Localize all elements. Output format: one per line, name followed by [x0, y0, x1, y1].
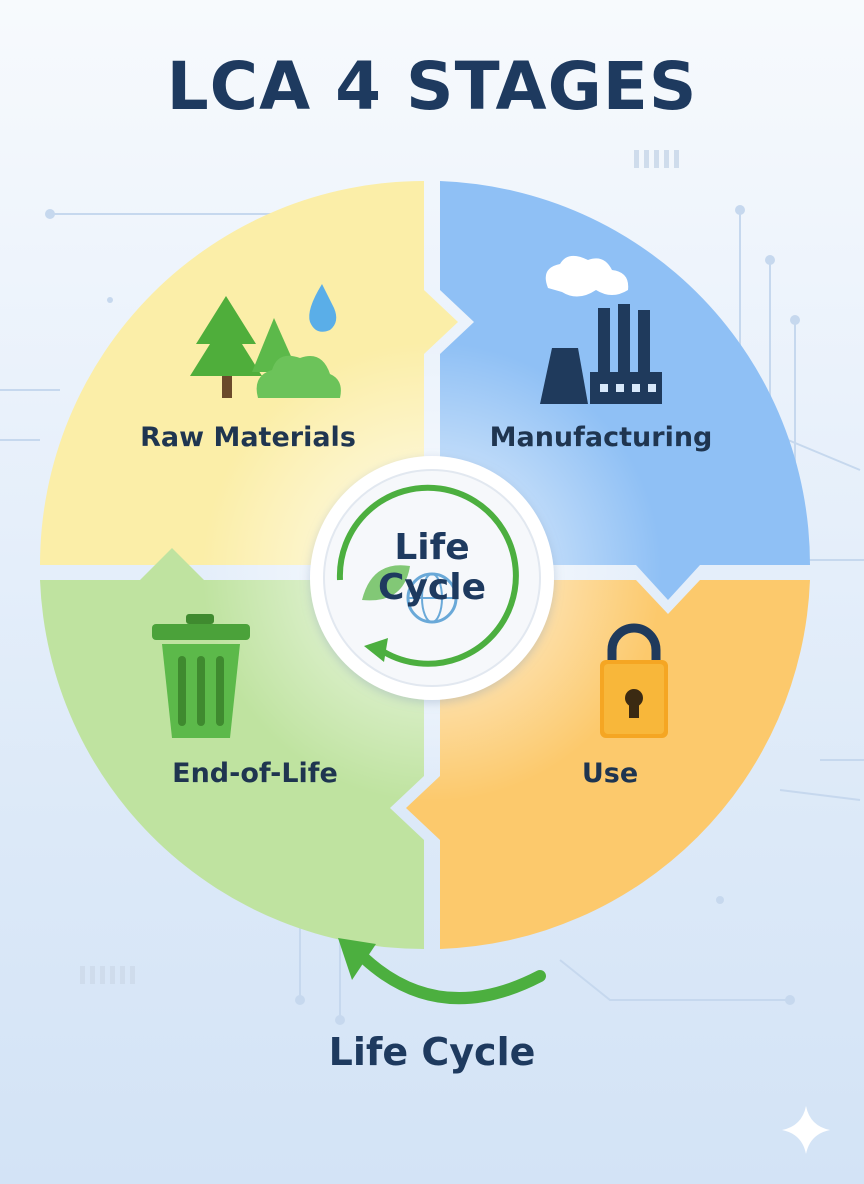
center-label-line1: Life	[394, 527, 470, 568]
padlock-icon	[600, 623, 668, 738]
bottom-cycle-arrow-icon	[358, 952, 546, 1005]
sparkle-icon	[782, 1106, 830, 1154]
center-label-line2: Cycle	[378, 567, 486, 608]
water-drop-icon	[309, 284, 337, 332]
leaf-icon	[362, 565, 410, 601]
stage-label-manufacturing: Manufacturing	[489, 422, 713, 453]
page-title: LCA 4 STAGES	[166, 48, 698, 125]
center-label: Life Cycle	[352, 528, 512, 608]
tree-icon	[190, 296, 341, 398]
stage-label-end-of-life: End-of-Life	[172, 758, 338, 789]
stage-label-raw-materials: Raw Materials	[140, 422, 356, 453]
cycle-arrow-icon	[336, 484, 519, 667]
factory-icon	[540, 255, 662, 404]
globe-icon	[406, 572, 458, 624]
trash-can-icon	[152, 614, 250, 738]
stage-label-use: Use	[581, 758, 639, 789]
bottom-label: Life Cycle	[328, 1030, 536, 1074]
